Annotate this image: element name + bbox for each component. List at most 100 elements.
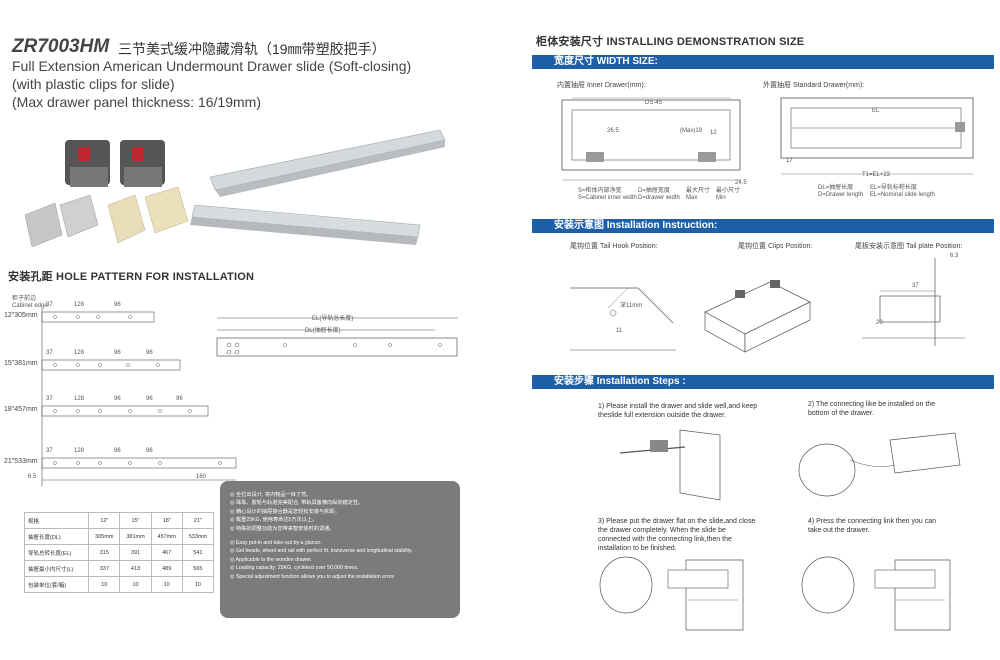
table-cell: 457mm — [150, 528, 183, 545]
legend-min: 最小尺寸 Min — [716, 188, 740, 201]
standard-drawer-label: 外置抽屉 Standard Drawer(mm): — [763, 82, 865, 89]
table-cell: 10 — [181, 576, 215, 593]
step-2-illustration — [798, 432, 961, 497]
install-steps-bar: 安装步骤 Installation Steps : — [532, 375, 994, 389]
dim-r2-96a: 96 — [114, 350, 121, 356]
tail-plate-label: 尾板安装示意图 Tail plate Position: — [855, 243, 963, 250]
table-cell: 18" — [150, 512, 183, 529]
tail-hook-diagram — [570, 287, 676, 351]
clips-diagram — [704, 280, 811, 353]
table-cell: 10 — [150, 576, 183, 593]
table-row: 导轨总转长度(EL) 315 391 467 541 — [23, 544, 215, 561]
dim-20: 20 — [876, 320, 883, 326]
dim-63: 6.3 — [950, 253, 959, 259]
hole-pattern-title: 安装孔距 HOLE PATTERN FOR INSTALLATION — [8, 271, 255, 283]
legend-s-cn: S=柜体内部净宽 — [578, 188, 622, 194]
clips-label: 尾钩位置 Clips Position: — [738, 243, 813, 250]
legend-el: EL=导轨标称长度 EL=Nominal slide length — [870, 185, 935, 198]
clip-left-image — [65, 140, 110, 187]
table-cell: 21" — [181, 512, 215, 529]
width-size-bar: 宽度尺寸 WIDTH SIZE: — [532, 55, 994, 69]
dim-17: 17 — [786, 158, 793, 164]
size-label-12: 12"305mm — [4, 312, 38, 319]
feature-cn-3: ◎ 精心设计的抽屉接合器是您轻松安装与拆卸。 — [230, 508, 340, 515]
feature-cn-4: ◎ 载重25KG, 使用寿命达5万次以上。 — [230, 517, 318, 524]
step-3-illustration — [599, 556, 744, 631]
table-cell: 337 — [88, 560, 121, 577]
install-instruction-bar: 安装示意图 Installation Instruction: — [532, 219, 994, 233]
legend-el-en: EL=Nominal slide length — [870, 191, 935, 198]
cabinet-edge-cn: 柜子前边 — [12, 296, 37, 302]
dim-r3-128: 128 — [74, 396, 85, 402]
spec-table: 规格 12" 15" 18" 21" 抽屉长度(DL) 305mm 381mm … — [23, 512, 215, 593]
tl-dim: T1=EL+23 — [862, 172, 891, 178]
dim-245: 24.5 — [735, 180, 747, 186]
features-panel: ◎ 全拉出设计, 将内物品一目了然。 ◎ 珠珠、胶轮与轨道完美配合, 带轨具备横… — [220, 481, 460, 618]
bracket-metal-1 — [24, 202, 63, 248]
feature-en-5: ◎ Special adjustment function allows you… — [230, 573, 394, 580]
dim-12: 12 — [710, 130, 717, 136]
step-1-text: 1) Please install the drawer and slide w… — [598, 403, 758, 419]
table-cell: 规格 — [23, 512, 90, 529]
step-4-illustration — [801, 556, 951, 631]
slide-rail-1 — [209, 129, 446, 197]
cabinet-edge-label: 柜子前边 Cabinet edge — [12, 296, 48, 310]
bracket-plastic-2 — [144, 186, 189, 234]
legend-s: S=柜体内部净宽 S=Cabinet inner width — [578, 188, 637, 201]
max19-dim: (Max)19 — [680, 128, 703, 134]
table-cell: 15" — [119, 512, 152, 529]
size-label-18: 18"457mm — [4, 406, 38, 413]
step-2-text: 2) The connecting like be installed on t… — [808, 401, 936, 417]
install-size-title: 柜体安装尺寸 INSTALLING DEMONSTRATION SIZE — [536, 36, 805, 48]
product-photo — [24, 129, 446, 248]
dim-37-plate: 37 — [912, 283, 919, 289]
table-row: 抽屉长度(DL) 305mm 381mm 457mm 533mm — [23, 528, 215, 545]
legend-s-en: S=Cabinet inner width — [578, 194, 637, 201]
inner-drawer-diagram — [561, 97, 741, 181]
table-cell: 12" — [88, 512, 121, 529]
english-title-line2: (with plastic clips for slide) — [12, 76, 175, 92]
english-title-line3: (Max drawer panel thickness: 16/19mm) — [12, 94, 261, 110]
hole-pattern-diagram — [41, 308, 237, 486]
legend-max-en: Max — [686, 194, 698, 201]
feature-en-4: ◎ Loading capacity: 25KG, cycletest over… — [230, 565, 359, 572]
dim-bottom-65: 6.5 — [28, 474, 37, 480]
legend-d-cn: D=抽屉宽度 — [638, 188, 670, 194]
feature-en-2: ◎ Gel beads, wheel and rail with perfect… — [230, 548, 413, 555]
legend-dl-cn: DL=抽屉长度 — [818, 185, 854, 191]
feature-en-1: ◎ Easy put-in and take-out by a glance. — [230, 540, 322, 547]
table-cell: 413 — [119, 560, 152, 577]
dim-r1-128: 128 — [74, 302, 85, 308]
legend-dl-en: D=Drawer length — [818, 191, 864, 198]
step-3-text: 3) Please put the drawer flat on the sli… — [598, 518, 756, 552]
legend-min-cn: 最小尺寸 — [716, 188, 741, 194]
legend-dl: DL=抽屉长度 D=Drawer length — [818, 185, 863, 198]
table-cell: 抽屉长度(DL) — [23, 528, 90, 545]
step-4-text: 4) Press the connecting link then you ca… — [808, 518, 937, 534]
cabinet-edge-en: Cabinet edge — [12, 303, 48, 309]
feature-cn-2: ◎ 珠珠、胶轮与轨道完美配合, 带轨具备横向纵向稳定性。 — [230, 500, 364, 507]
model-number: ZR7003HM — [12, 36, 110, 57]
tail-plate-diagram — [862, 258, 965, 346]
dim-r4-160: 160 — [196, 474, 207, 480]
step-1-illustration — [619, 429, 721, 501]
table-cell: 10 — [119, 576, 152, 593]
dl-label: DL(抽屉长度) — [305, 328, 341, 334]
feature-en-3: ◎ Applicable to the wooden drawer. — [230, 556, 313, 563]
table-cell: 467 — [150, 544, 183, 561]
table-row: 包装单位(套/箱) 10 10 10 10 — [23, 576, 215, 593]
table-cell: 10 — [88, 576, 121, 593]
english-title-line1: Full Extension American Undermount Drawe… — [12, 58, 412, 74]
ds45-dim: DS-45 — [645, 100, 663, 106]
bracket-metal-2 — [59, 194, 99, 238]
dim-r4-128: 128 — [74, 448, 85, 454]
feature-cn-1: ◎ 全拉出设计, 将内物品一目了然。 — [230, 492, 312, 498]
table-cell: 315 — [88, 544, 121, 561]
dim-r1-96: 96 — [114, 302, 121, 308]
table-cell: 抽屉最小内尺寸(L) — [23, 560, 90, 577]
dim-r2-37: 37 — [46, 350, 53, 356]
dim-11: 11 — [616, 328, 623, 334]
deep11-label: 深11mm — [620, 303, 643, 309]
inner-drawer-label: 内置抽屉 Inner Drawer(mm): — [557, 82, 646, 89]
legend-d: D=抽屉宽度 D=drawer width — [638, 188, 680, 201]
